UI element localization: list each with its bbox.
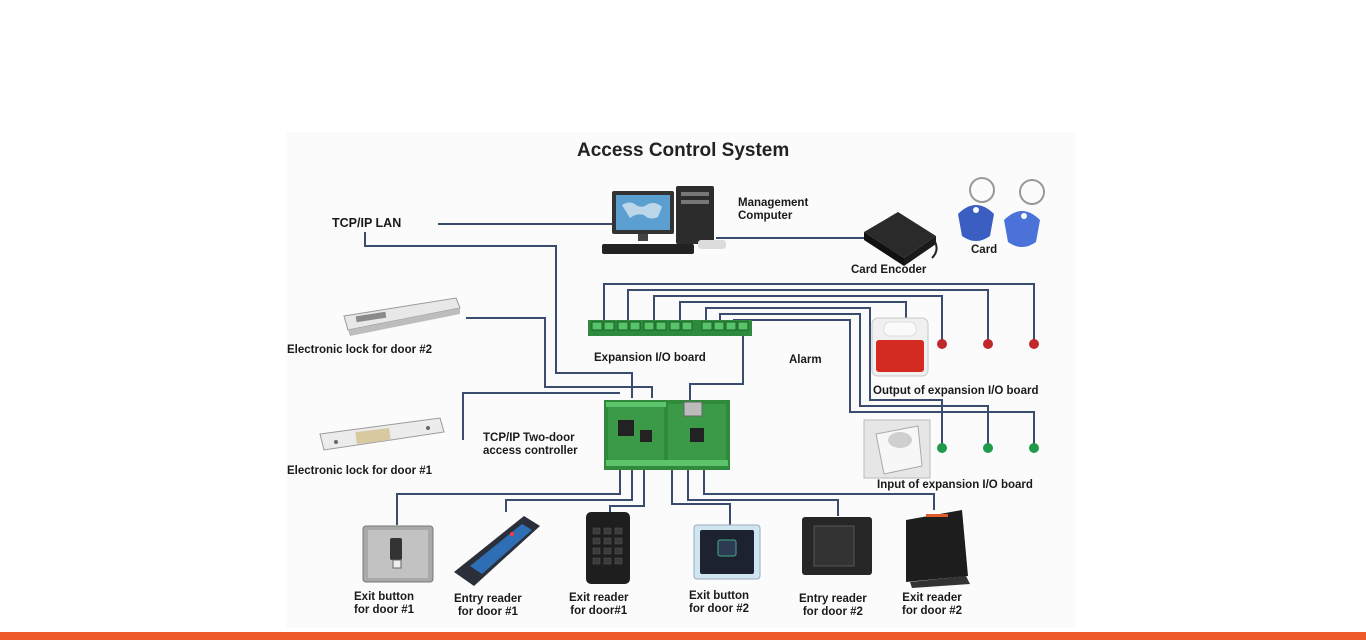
label-output-expansion: Output of expansion I/O board	[873, 385, 1039, 397]
connection-lines	[364, 223, 1035, 525]
label-controller-line2: access controller	[483, 445, 578, 457]
accent-bar	[0, 632, 1366, 640]
exit-button-icon	[693, 524, 761, 580]
computer-icon	[602, 186, 726, 254]
label-exit-button-door1-line2: for door #1	[354, 604, 415, 616]
label-entry-reader-door1-line1: Entry reader	[454, 593, 522, 605]
label-exit-button-door2-line1: Exit button	[689, 590, 750, 602]
label-entry-reader-door2: Entry reader for door #2	[799, 593, 867, 619]
diagram-title: Access Control System	[577, 140, 790, 161]
label-input-expansion: Input of expansion I/O board	[877, 479, 1033, 491]
input-terminals	[937, 443, 1039, 453]
label-lock-door1: Electronic lock for door #1	[287, 465, 433, 477]
label-entry-reader-door1: Entry reader for door #1	[454, 593, 522, 619]
motion-sensor-icon	[863, 419, 931, 479]
label-exit-reader-door1-line1: Exit reader	[569, 592, 629, 604]
label-management-line2: Computer	[738, 210, 793, 222]
keypad-reader-icon	[586, 512, 630, 584]
magnetic-lock-icon	[343, 297, 461, 336]
rfid-card-icon	[958, 177, 1045, 247]
label-card-encoder: Card Encoder	[851, 264, 927, 276]
label-entry-reader-door2-line1: Entry reader	[799, 593, 867, 605]
label-exit-button-door1: Exit button for door #1	[354, 591, 414, 617]
label-tcpip-lan: TCP/IP LAN	[332, 216, 402, 230]
label-exit-reader-door1-line2: for door#1	[570, 605, 628, 617]
label-exit-reader-door2: Exit reader for door #2	[902, 592, 962, 618]
siren-icon	[871, 317, 929, 377]
electric-strike-icon	[319, 417, 445, 451]
label-exit-reader-door1: Exit reader for door#1	[569, 592, 628, 618]
exit-button-icon	[362, 525, 434, 583]
card-reader-icon	[906, 510, 970, 588]
card-reader-icon	[802, 517, 872, 575]
label-card: Card	[971, 244, 998, 256]
label-management-line1: Management	[738, 197, 809, 209]
label-controller: TCP/IP Two-door access controller	[483, 432, 578, 458]
label-exit-reader-door2-line2: for door #2	[902, 605, 963, 617]
label-management-computer: Management Computer	[738, 197, 808, 223]
card-reader-icon	[454, 516, 540, 586]
io-board-icon	[588, 320, 752, 336]
card-encoder-icon	[864, 212, 938, 266]
label-lock-door2: Electronic lock for door #2	[287, 344, 433, 356]
label-exit-button-door2-line2: for door #2	[689, 603, 750, 615]
label-expansion-board: Expansion I/O board	[594, 352, 706, 364]
label-exit-button-door1-line1: Exit button	[354, 591, 415, 603]
label-entry-reader-door2-line2: for door #2	[802, 606, 863, 618]
label-exit-reader-door2-line1: Exit reader	[902, 592, 962, 604]
label-controller-line1: TCP/IP Two-door	[483, 432, 575, 444]
output-terminals	[937, 339, 1039, 349]
controller-board-icon	[604, 400, 730, 470]
label-alarm: Alarm	[789, 354, 822, 366]
label-entry-reader-door1-line2: for door #1	[457, 606, 518, 618]
label-exit-button-door2: Exit button for door #2	[689, 590, 749, 616]
